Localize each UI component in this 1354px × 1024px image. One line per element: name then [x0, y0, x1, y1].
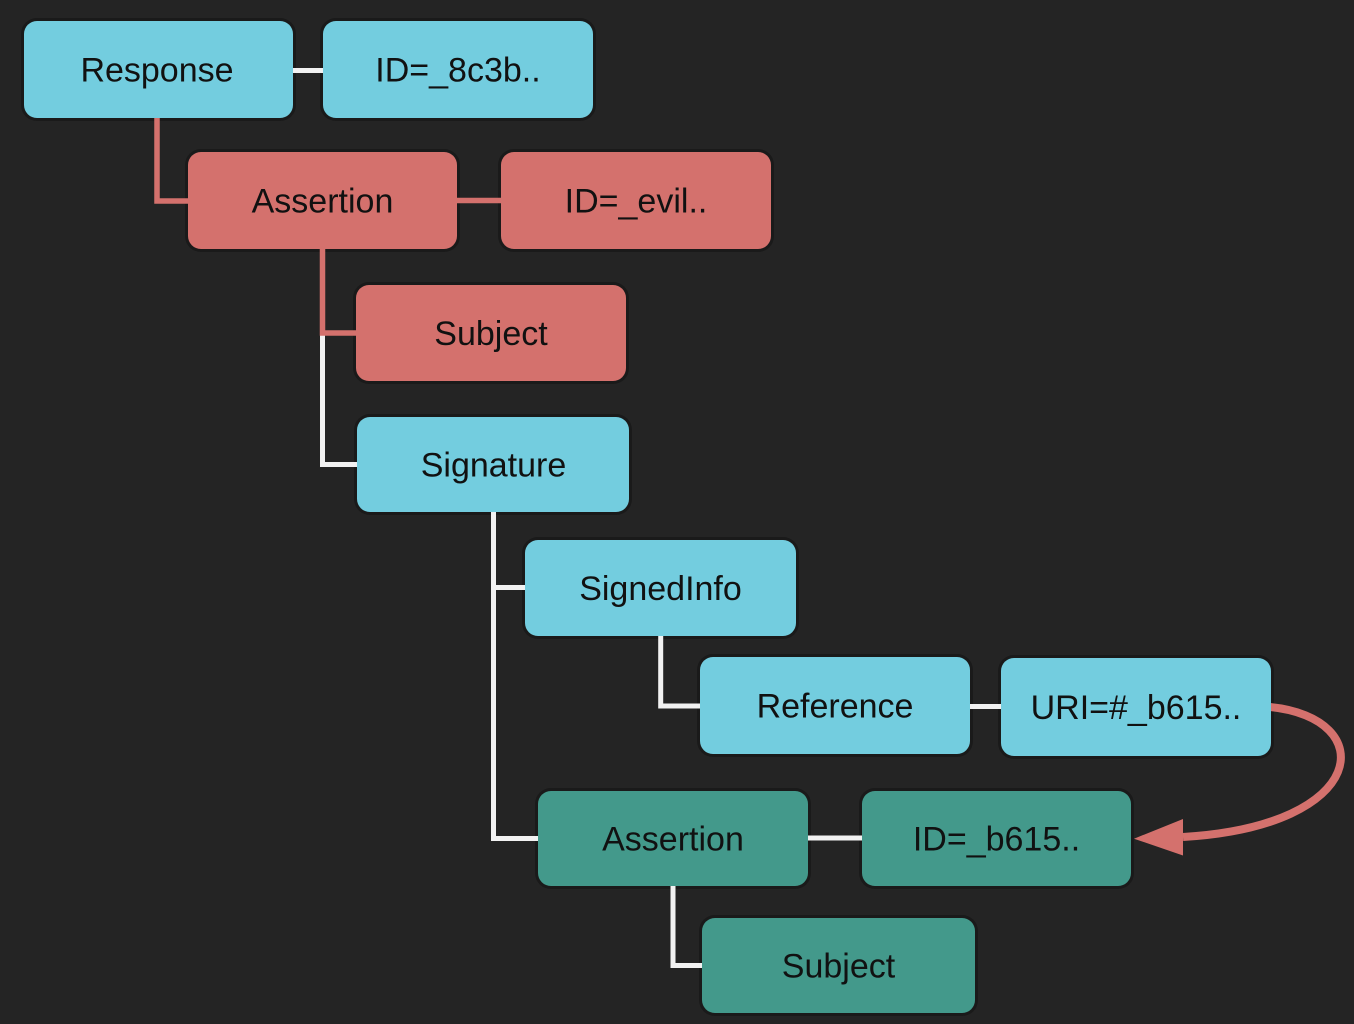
svg-text:Signature: Signature — [421, 447, 567, 485]
svg-text:Reference: Reference — [757, 688, 914, 726]
svg-text:ID=_evil..: ID=_evil.. — [565, 183, 708, 221]
svg-text:Subject: Subject — [434, 315, 548, 353]
svg-text:Assertion: Assertion — [602, 821, 744, 859]
svg-text:Assertion: Assertion — [252, 183, 394, 221]
svg-text:SignedInfo: SignedInfo — [579, 570, 742, 608]
svg-text:ID=_8c3b..: ID=_8c3b.. — [375, 52, 540, 90]
svg-text:Response: Response — [80, 52, 233, 90]
svg-text:Subject: Subject — [782, 948, 896, 986]
svg-text:URI=#_b615..: URI=#_b615.. — [1031, 689, 1242, 727]
svg-text:ID=_b615..: ID=_b615.. — [913, 821, 1080, 859]
